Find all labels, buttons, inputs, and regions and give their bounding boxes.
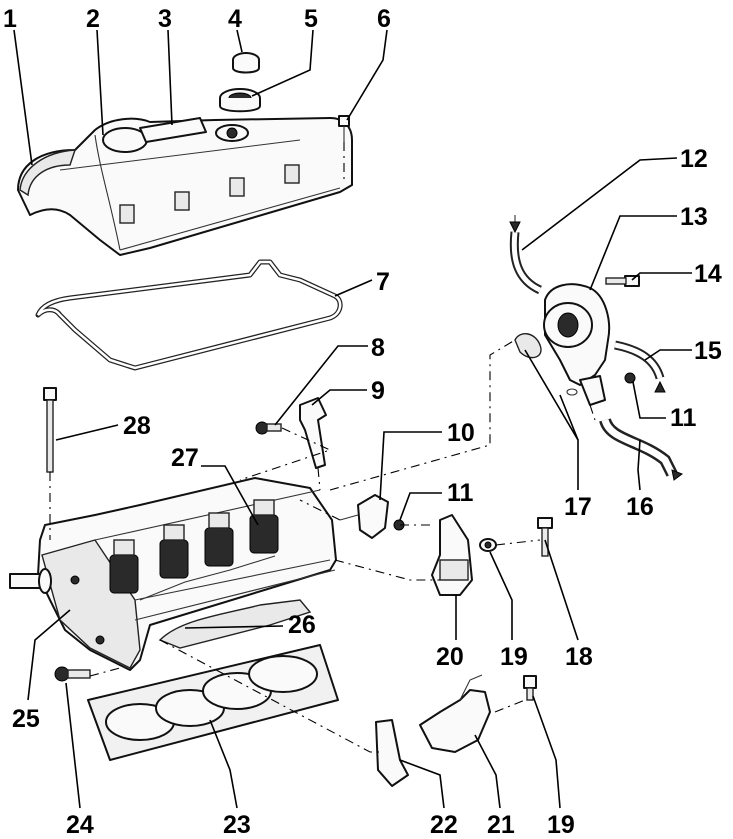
assembly-lines bbox=[49, 142, 596, 753]
callout-19-upper: 19 bbox=[500, 643, 528, 671]
head-bolt bbox=[43, 387, 57, 473]
mounting-bracket bbox=[375, 719, 409, 787]
o-ring bbox=[566, 388, 578, 396]
pump-bolt bbox=[605, 275, 640, 287]
callout-23: 23 bbox=[223, 811, 251, 839]
vacuum-pump bbox=[514, 283, 610, 406]
callout-6: 6 bbox=[377, 5, 391, 33]
cap-seal bbox=[219, 88, 261, 113]
leader-lines bbox=[13, 29, 692, 809]
callout-4: 4 bbox=[228, 5, 242, 33]
small-bolt bbox=[255, 421, 282, 435]
callout-16: 16 bbox=[626, 493, 654, 521]
callout-22: 22 bbox=[430, 811, 458, 839]
callout-17: 17 bbox=[564, 493, 592, 521]
callout-28: 28 bbox=[123, 412, 151, 440]
callout-3: 3 bbox=[158, 5, 172, 33]
callout-25: 25 bbox=[12, 705, 40, 733]
bracket-nut bbox=[523, 675, 537, 701]
callout-13: 13 bbox=[680, 203, 708, 231]
nut-washer bbox=[479, 538, 497, 552]
bracket-bolt bbox=[54, 666, 91, 682]
bracket bbox=[299, 397, 327, 469]
callout-7: 7 bbox=[376, 268, 390, 296]
callout-2: 2 bbox=[86, 5, 100, 33]
callout-9: 9 bbox=[371, 377, 385, 405]
lower-bracket bbox=[419, 674, 491, 753]
callout-20: 20 bbox=[436, 643, 464, 671]
sensor bbox=[339, 494, 389, 539]
callout-5: 5 bbox=[304, 5, 318, 33]
vacuum-hose-upper bbox=[509, 215, 543, 295]
callout-10: 10 bbox=[447, 419, 475, 447]
cylinder-head bbox=[9, 477, 337, 671]
callout-24: 24 bbox=[66, 811, 94, 839]
cover-gasket bbox=[35, 259, 343, 371]
callout-1: 1 bbox=[3, 5, 17, 33]
callout-26: 26 bbox=[288, 611, 316, 639]
cylinder-head-cover bbox=[17, 117, 353, 256]
pump-bracket bbox=[431, 514, 473, 596]
oil-filler-cap bbox=[232, 52, 260, 74]
callout-19-lower: 19 bbox=[547, 811, 575, 839]
vacuum-hose-side bbox=[614, 340, 666, 393]
callout-11-right: 11 bbox=[670, 404, 697, 432]
callout-12: 12 bbox=[680, 145, 708, 173]
callout-8: 8 bbox=[371, 334, 385, 362]
callout-21: 21 bbox=[487, 811, 515, 839]
callout-18: 18 bbox=[565, 643, 593, 671]
callout-labels: 1 2 3 4 5 6 7 8 9 10 11 11 12 13 14 15 1… bbox=[3, 5, 722, 839]
callout-11-middle: 11 bbox=[447, 479, 474, 507]
cover-bolt bbox=[338, 115, 350, 142]
long-bolt bbox=[537, 517, 553, 557]
callout-27: 27 bbox=[171, 444, 199, 472]
callout-14: 14 bbox=[694, 260, 722, 288]
callout-15: 15 bbox=[694, 337, 722, 365]
vacuum-hose-lower bbox=[599, 417, 684, 481]
head-gasket bbox=[87, 644, 339, 761]
pump-bolt-small bbox=[624, 372, 636, 384]
